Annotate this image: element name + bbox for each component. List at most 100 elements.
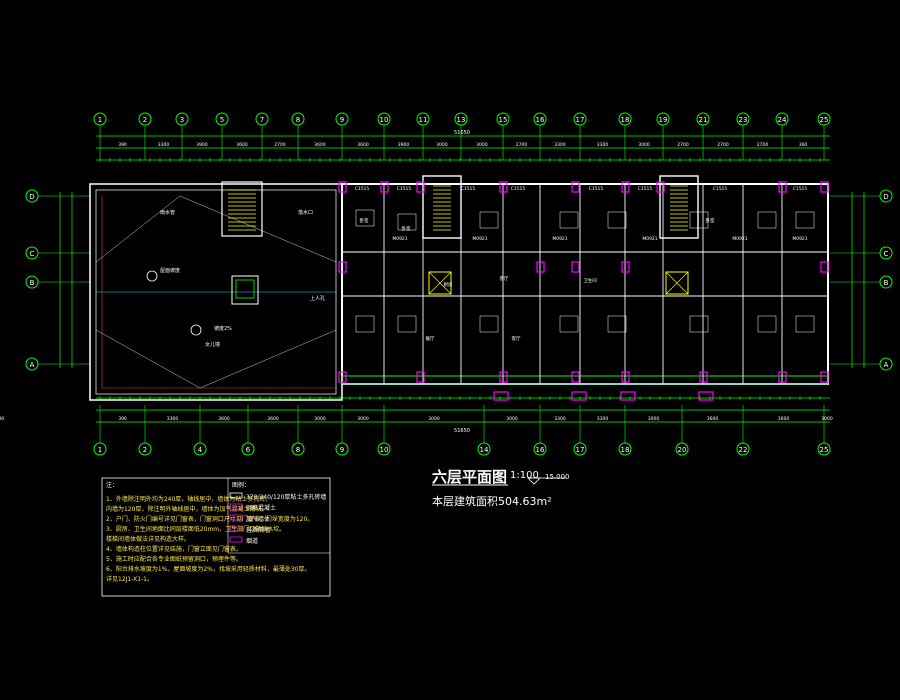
legend-item: 烟道: [246, 538, 259, 545]
notes-heading: 注：: [106, 482, 119, 489]
dimension-value-top: 3600: [357, 142, 369, 148]
dimension-value-top: 3300: [597, 142, 609, 148]
dimension-value-bottom: 390: [118, 416, 127, 422]
note-item: 3、厨房、卫生间地面比同层楼面低20mm，卫生间门口做挡水坎。: [106, 526, 286, 533]
roof-slope-line: [95, 329, 201, 389]
legend-swatch: [229, 492, 243, 499]
stair-core: [659, 175, 699, 239]
dimension-value-top: 3600: [314, 142, 326, 148]
axis-label-bottom-9: 9: [340, 446, 344, 454]
furniture-block: [559, 211, 579, 229]
stair-core: [422, 175, 462, 239]
door-label: M0921: [792, 236, 807, 242]
structural-column: [338, 371, 347, 383]
axis-label-top-25: 25: [820, 116, 829, 124]
axis-label-bottom-18: 18: [621, 446, 630, 454]
door-label: M0921: [642, 236, 657, 242]
dimension-value-bottom: 3600: [267, 416, 279, 422]
axis-label-top-24: 24: [778, 116, 787, 124]
axis-label-top-8: 8: [296, 116, 300, 124]
legend-swatch: [229, 536, 243, 543]
balcony-strip: [341, 375, 829, 385]
furniture-block: [795, 315, 815, 333]
dimension-value-bottom: 3000: [648, 416, 660, 422]
furniture-block: [757, 315, 777, 333]
axis-label-bottom-6: 6: [246, 446, 251, 454]
room-label: 客厅: [500, 275, 509, 282]
structural-column: [820, 261, 829, 273]
window-label: C1515: [397, 186, 412, 192]
structural-column: [621, 181, 630, 193]
axis-label-side-C: C: [884, 250, 889, 258]
roof-slope-line: [179, 195, 337, 263]
axis-label-side-C: C: [30, 250, 35, 258]
legend-item: 钢筋混凝土: [246, 505, 277, 512]
furniture-block: [689, 211, 709, 229]
elevator-cross: [665, 271, 689, 295]
dimension-value-top: 3900: [398, 142, 410, 148]
elevator-shaft: [428, 271, 452, 295]
note-item: 内墙为120厚，除注明外轴线居中，墙体为加气混凝土砌块。: [106, 506, 268, 513]
legend-swatch: [229, 525, 243, 532]
axis-label-bottom-16: 16: [536, 446, 545, 454]
elevation-mark: 15.000: [545, 473, 570, 481]
structural-column: [621, 371, 630, 383]
dimension-value-bottom: 390: [0, 416, 4, 422]
dimension-value-top: 3600: [236, 142, 248, 148]
axis-label-top-2: 2: [143, 116, 147, 124]
legend-heading: 图例：: [232, 482, 251, 489]
drawing-title: 六层平面图: [432, 468, 508, 486]
roof-hatch-inner: [235, 279, 255, 299]
window-label: C1515: [461, 186, 476, 192]
elevator-cross: [428, 271, 452, 295]
structural-column: [499, 181, 508, 193]
door-label: M0921: [552, 236, 567, 242]
dimension-value-top: 2700: [717, 142, 729, 148]
window-label: C1515: [793, 186, 808, 192]
structural-column: [380, 181, 389, 193]
window-label: C1515: [589, 186, 604, 192]
note-item: 4、墙体构造柱位置详见结施，门窗立面见门窗表。: [106, 546, 242, 553]
note-item: 6、阳台排水坡度为1%，屋面坡度为2%，找坡采用轻质材料，最薄处30厚。: [106, 566, 311, 573]
axis-label-bottom-1: 1: [98, 446, 102, 454]
door-label: M0921: [472, 236, 487, 242]
elevator-shaft: [665, 271, 689, 295]
structural-column: [656, 181, 665, 193]
balcony-column: [698, 391, 714, 401]
axis-label-side-B: B: [884, 279, 889, 287]
balcony-column: [493, 391, 509, 401]
axis-label-side-B: B: [30, 279, 35, 287]
window-label: C1515: [511, 186, 526, 192]
axis-label-bottom-14: 14: [480, 446, 489, 454]
note-item: 2、户门、防火门编号详见门窗表，门窗洞口尺寸见门窗表，门垛宽度为120。: [106, 516, 314, 523]
axis-label-top-18: 18: [621, 116, 630, 124]
furniture-block: [607, 211, 627, 229]
axis-label-top-15: 15: [499, 116, 508, 124]
note-item: 5、施工时应配合各专业图纸预留洞口，预埋件等。: [106, 556, 242, 563]
axis-label-bottom-4: 4: [198, 446, 203, 454]
furniture-block: [795, 211, 815, 229]
furniture-block: [607, 315, 627, 333]
window-label: C1515: [713, 186, 728, 192]
room-label: 卫生间: [583, 277, 597, 284]
axis-label-side-A: A: [30, 361, 35, 369]
furniture-block: [479, 315, 499, 333]
room-label: 卧室: [706, 217, 715, 224]
dimension-total-bottom: 51650: [454, 428, 470, 434]
axis-label-top-11: 11: [419, 116, 428, 124]
roof-hatch: [231, 275, 259, 305]
axis-label-bottom-20: 20: [678, 446, 687, 454]
axis-label-top-21: 21: [699, 116, 708, 124]
dimension-value-bottom: 3300: [167, 416, 179, 422]
note-item: 1、外墙除注明外均为240厚，轴线居中，墙体为粘土多孔砖。: [106, 496, 272, 503]
dimension-value-top: 360: [799, 142, 808, 148]
room-label: 卧室: [360, 217, 369, 224]
dimension-value-top: 3300: [158, 142, 170, 148]
dimension-value-bottom: 3600: [778, 416, 790, 422]
dimension-value-top: 2700: [274, 142, 286, 148]
furniture-block: [355, 315, 375, 333]
roof-label: 坡度2%: [214, 325, 232, 332]
